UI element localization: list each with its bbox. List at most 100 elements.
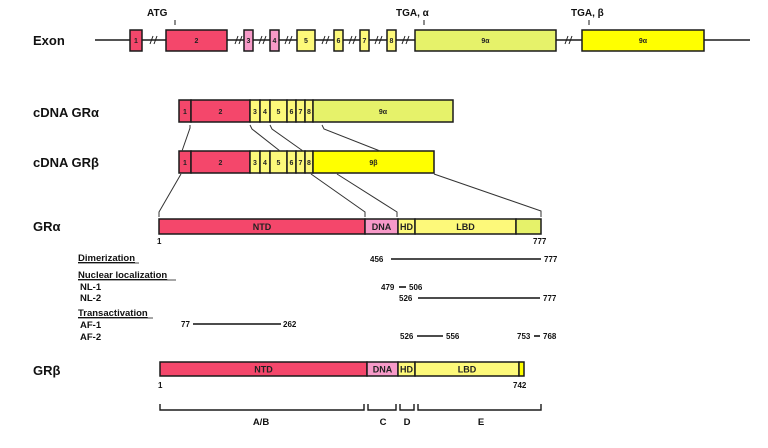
intron-break-mark: [401, 35, 406, 45]
gr-beta-start: 1: [158, 381, 163, 390]
cdna-segment-label: 7: [299, 109, 303, 116]
codon-marker-label: ATG: [147, 8, 168, 19]
cdna-segment: [312, 99, 454, 123]
af1-end: 262: [283, 320, 297, 329]
exon-box: [269, 29, 280, 52]
exon-box: [581, 29, 705, 52]
region-c-label: C: [380, 417, 387, 428]
intron-break-mark: [352, 35, 357, 45]
intron-break-mark: [405, 35, 410, 45]
protein-domain-label: DNA: [373, 365, 393, 375]
exon-label: 1: [134, 38, 138, 45]
cdna-segment-label: 5: [277, 160, 281, 167]
cdna-segment-label: 6: [290, 109, 294, 116]
region-bracket: [367, 404, 397, 411]
dimerization-start: 456: [370, 255, 384, 264]
intron-break-mark: [153, 35, 158, 45]
intron-break-mark: [564, 35, 569, 45]
exon-label: 4: [273, 38, 277, 45]
protein-domain-label: HD: [400, 222, 413, 232]
intron-breaks: [149, 35, 573, 45]
exon-box: [243, 29, 254, 52]
intron-break-mark: [374, 35, 379, 45]
gr-alpha-protein-bar: NTD DNA HD LBD: [158, 218, 542, 235]
intron-break-mark: [284, 35, 289, 45]
exon-label: 2: [195, 38, 199, 45]
dimerization-end: 777: [544, 255, 558, 264]
af2-range1-start: 526: [400, 332, 414, 341]
nl1-start: 479: [381, 283, 395, 292]
gr-alpha-label: GRα: [33, 219, 61, 234]
connector-line: [158, 173, 182, 217]
nl1-end: 506: [409, 283, 423, 292]
af1-start: 77: [181, 320, 190, 329]
connector-line: [310, 173, 366, 217]
gr-beta-end: 742: [513, 381, 527, 390]
cdna-segment-label: 9α: [379, 109, 388, 116]
protein-domain-label: HD: [400, 365, 413, 375]
intron-break-mark: [238, 35, 243, 45]
intron-break-mark: [348, 35, 353, 45]
cdna-beta-label: cDNA GRβ: [33, 155, 99, 170]
cdna-segment: [312, 150, 435, 174]
intron-break-mark: [288, 35, 293, 45]
nuclear-localization-heading: Nuclear localization: [78, 270, 167, 281]
cdna-segment-label: 3: [253, 160, 257, 167]
nl1-label: NL-1: [80, 282, 102, 293]
connector-line: [433, 173, 542, 217]
connector-line: [321, 124, 381, 152]
af2-range2-start: 753: [517, 332, 531, 341]
exon-label: 9α: [639, 38, 648, 45]
exon-label: 6: [337, 38, 341, 45]
nl2-label: NL-2: [80, 293, 101, 304]
cdna-segment-label: 8: [307, 109, 311, 116]
protein-domain-label: NTD: [253, 222, 272, 232]
intron-break-mark: [149, 35, 154, 45]
intron-break-mark: [325, 35, 330, 45]
connector-line: [249, 124, 281, 152]
nl2-start: 526: [399, 294, 413, 303]
cdna-segment-label: 1: [183, 109, 187, 116]
exon-label: 7: [363, 38, 367, 45]
exon-box: [386, 29, 397, 52]
cdna-segment-label: 2: [219, 160, 223, 167]
codon-marker-label: TGA, α: [396, 8, 430, 19]
cdna-segment-label: 7: [299, 160, 303, 167]
protein-domain-label: LBD: [458, 365, 477, 375]
transactivation-heading: Transactivation: [78, 308, 148, 319]
exon-label: 5: [304, 38, 308, 45]
nl2-end: 777: [543, 294, 557, 303]
protein-domain-label: LBD: [456, 222, 475, 232]
cdna-segment-label: 3: [253, 109, 257, 116]
intron-break-mark: [568, 35, 573, 45]
intron-break-mark: [378, 35, 383, 45]
gr-alpha-start: 1: [157, 237, 162, 246]
exon-box: [296, 29, 316, 52]
cdna-segment-label: 1: [183, 160, 187, 167]
af2-label: AF-2: [80, 332, 101, 343]
cdna-segment-label: 4: [263, 160, 267, 167]
exon-label: 9α: [481, 38, 490, 45]
protein-domain-label: DNA: [372, 222, 392, 232]
connector-line: [181, 125, 191, 152]
exon-box: [165, 29, 228, 52]
connector-line: [336, 173, 398, 217]
intron-break-mark: [234, 35, 239, 45]
intron-break-mark: [262, 35, 267, 45]
gr-alpha-end: 777: [533, 237, 547, 246]
region-d-label: D: [404, 417, 411, 428]
gr-beta-protein-bar: NTD DNA HD LBD: [159, 361, 525, 377]
protein-domain-label: NTD: [254, 365, 273, 375]
gr-beta-label: GRβ: [33, 363, 61, 378]
intron-break-mark: [258, 35, 263, 45]
connector-lines: [158, 124, 542, 217]
protein-domain: [518, 361, 525, 377]
dimerization-heading: Dimerization: [78, 253, 135, 264]
af2-range1-end: 556: [446, 332, 460, 341]
af1-label: AF-1: [80, 320, 102, 331]
